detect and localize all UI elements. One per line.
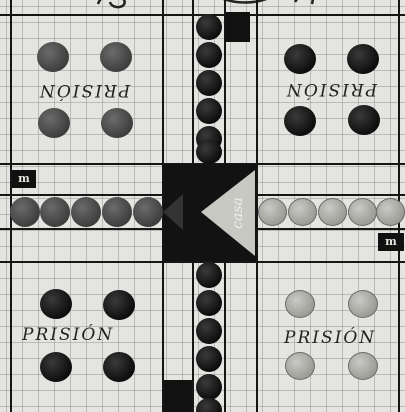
game-piece[interactable] [196,398,222,412]
game-piece[interactable] [285,352,315,380]
game-piece[interactable] [40,197,70,227]
prison-label: PRISIÓN [285,79,377,99]
game-piece[interactable] [258,198,287,226]
game-piece[interactable] [348,352,378,380]
game-piece[interactable] [103,290,135,320]
home-label: casa [230,197,246,229]
game-piece[interactable] [71,197,101,227]
game-piece[interactable] [133,197,163,227]
game-piece[interactable] [284,44,316,74]
game-piece[interactable] [196,262,222,288]
game-piece[interactable] [40,352,72,382]
prison-label: PRISIÓN [38,80,130,100]
heading-fragment [90,0,320,12]
game-piece[interactable] [196,98,222,124]
game-piece[interactable] [285,290,315,318]
corner-seal-right: m [378,233,404,251]
game-piece[interactable] [100,42,132,72]
game-piece[interactable] [196,42,222,68]
game-piece[interactable] [196,318,222,344]
cross-line-right [256,0,258,412]
game-piece[interactable] [288,198,317,226]
game-piece[interactable] [196,140,222,164]
game-piece[interactable] [348,290,378,318]
game-piece[interactable] [103,352,135,382]
game-piece[interactable] [376,198,405,226]
game-piece[interactable] [102,197,132,227]
game-piece[interactable] [10,197,40,227]
prison-label: PRISIÓN [22,325,114,345]
top-column-start-square [226,12,250,42]
game-piece[interactable] [348,105,380,135]
game-piece[interactable] [196,290,222,316]
game-piece[interactable] [37,42,69,72]
game-piece[interactable] [196,346,222,372]
game-piece[interactable] [284,106,316,136]
game-piece[interactable] [196,374,222,400]
game-piece[interactable] [348,198,377,226]
corner-seal-left: m [12,170,36,188]
game-piece[interactable] [196,70,222,96]
game-piece[interactable] [101,108,133,138]
bottom-column-start-square [164,380,192,412]
game-piece[interactable] [196,14,222,40]
game-piece[interactable] [318,198,347,226]
game-piece[interactable] [38,108,70,138]
game-piece[interactable] [347,44,379,74]
prison-label: PRISIÓN [284,328,376,348]
game-piece[interactable] [40,289,72,319]
